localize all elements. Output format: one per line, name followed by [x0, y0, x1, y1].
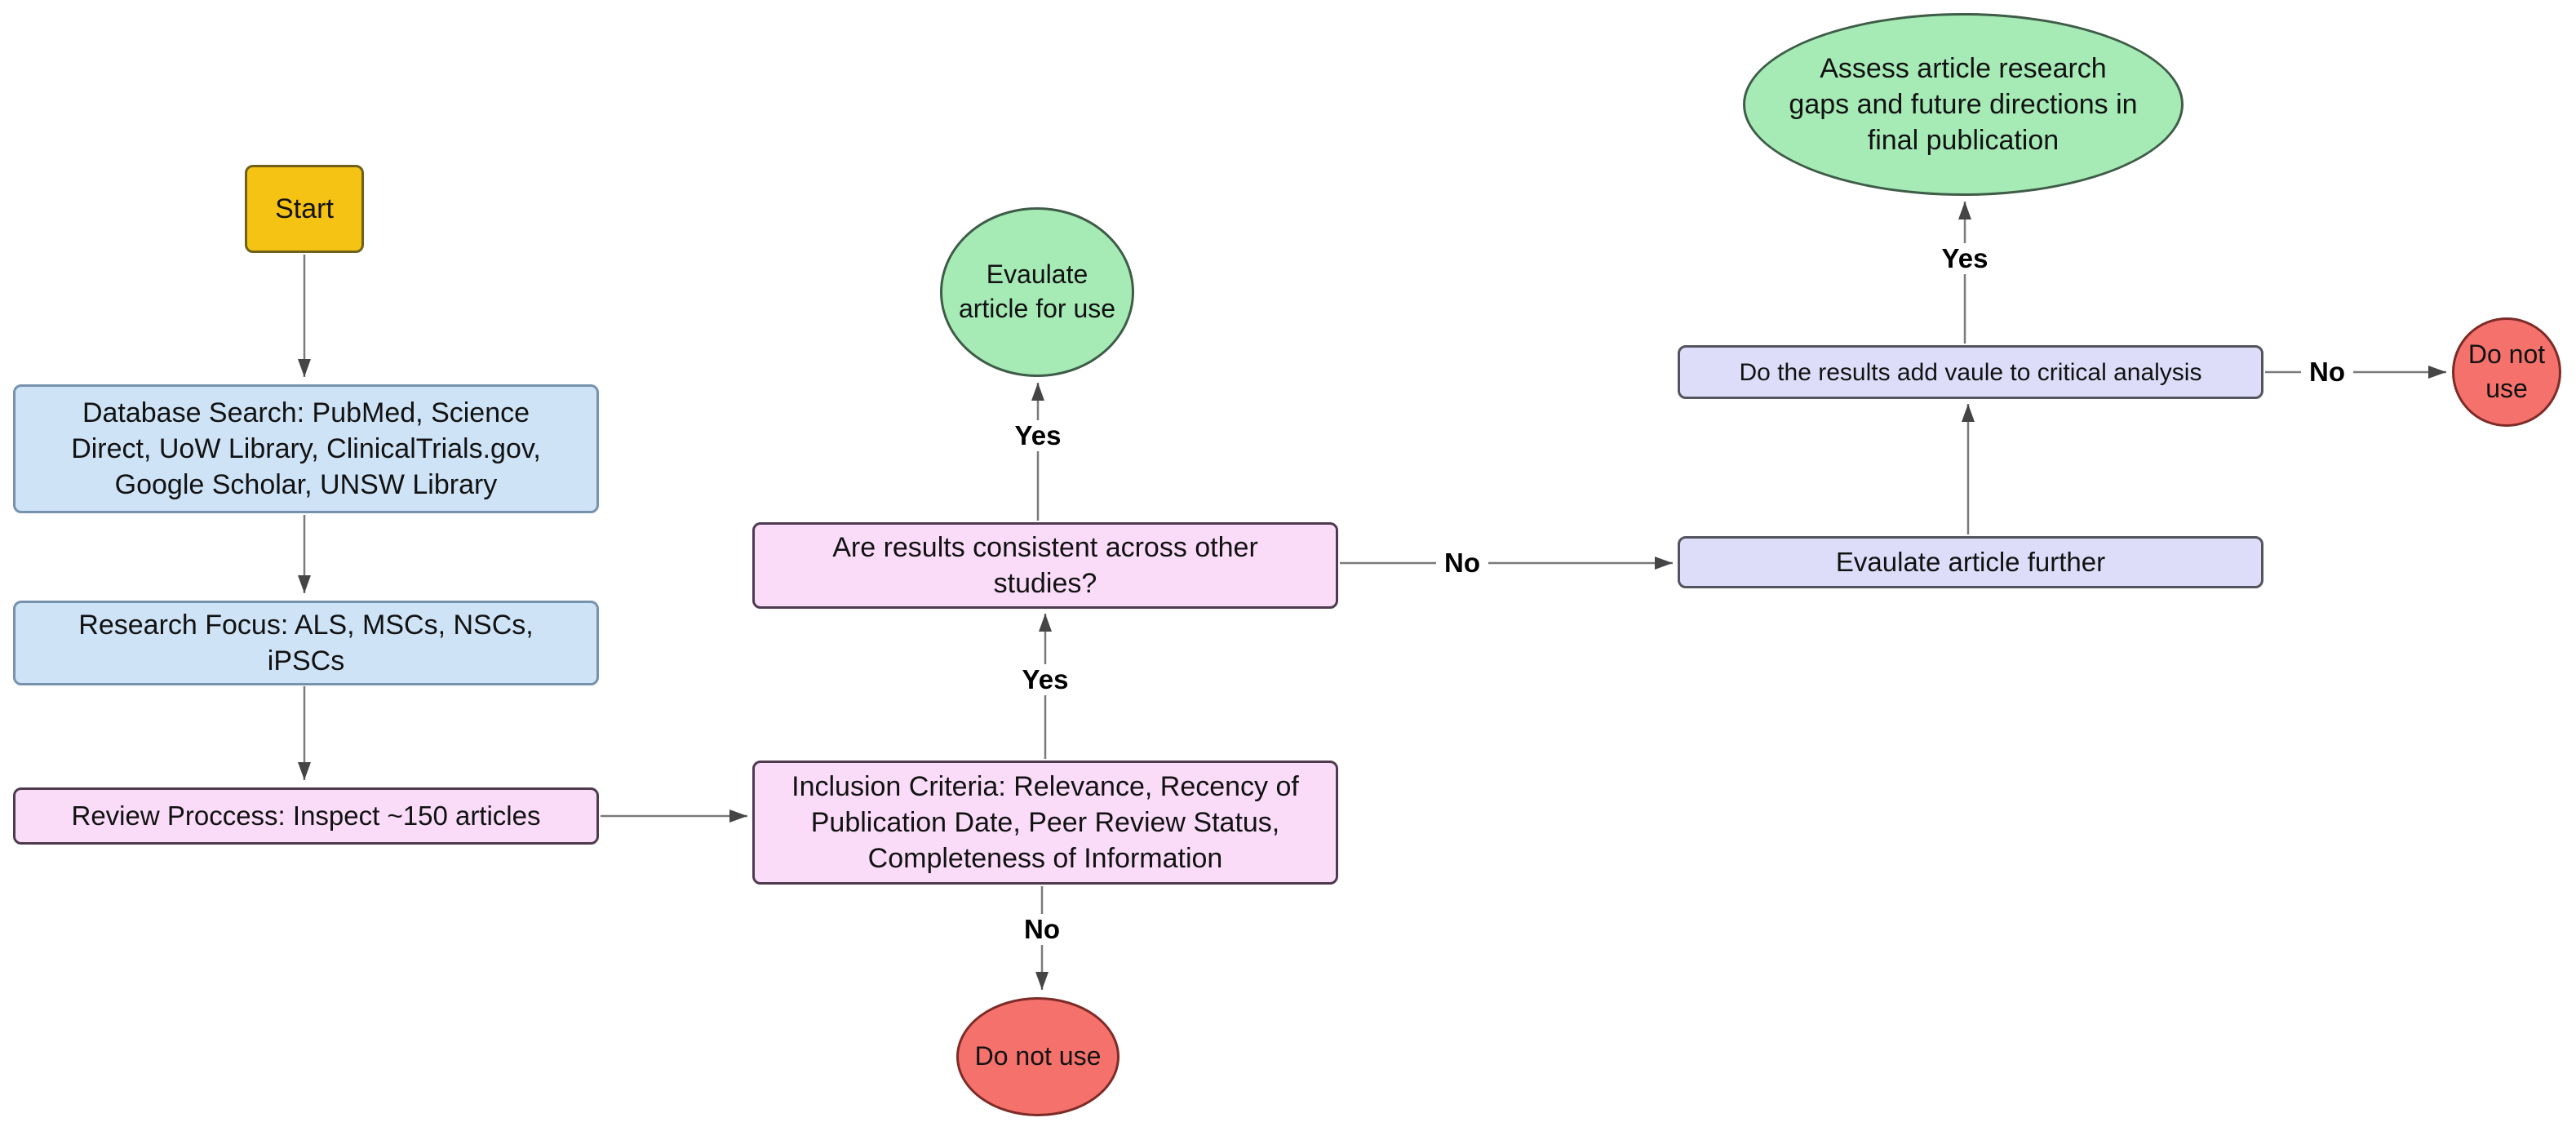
node-evaluate-article-for-use: Evaulate article for use — [940, 207, 1134, 377]
node-do-not-use-bottom: Do not use — [956, 997, 1120, 1116]
node-assess-research-gaps: Assess article research gaps and future … — [1743, 13, 2184, 196]
node-evaluate-article-further: Evaulate article further — [1678, 536, 2263, 588]
node-do-not-use-right: Do not use — [2452, 317, 2561, 427]
edge-label-yes-5: Yes — [1006, 420, 1070, 451]
edge-label-yes-4: Yes — [1013, 664, 1077, 695]
node-inclusion-criteria: Inclusion Criteria: Relevance, Recency o… — [752, 761, 1338, 885]
node-results-consistent: Are results consistent across other stud… — [752, 522, 1338, 609]
node-results-add-value: Do the results add vaule to critical ana… — [1678, 345, 2263, 399]
edge-label-no-6: No — [1016, 914, 1068, 945]
node-research-focus: Research Focus: ALS, MSCs, NSCs, iPSCs — [13, 601, 599, 685]
node-database-search: Database Search: PubMed, Science Direct,… — [13, 384, 599, 513]
node-review-process: Review Proccess: Inspect ~150 articles — [13, 787, 599, 845]
edge-label-yes-9: Yes — [1933, 243, 1997, 274]
edge-label-no-7: No — [1436, 548, 1488, 579]
node-start: Start — [245, 165, 364, 253]
edge-label-no-10: No — [2301, 357, 2353, 388]
